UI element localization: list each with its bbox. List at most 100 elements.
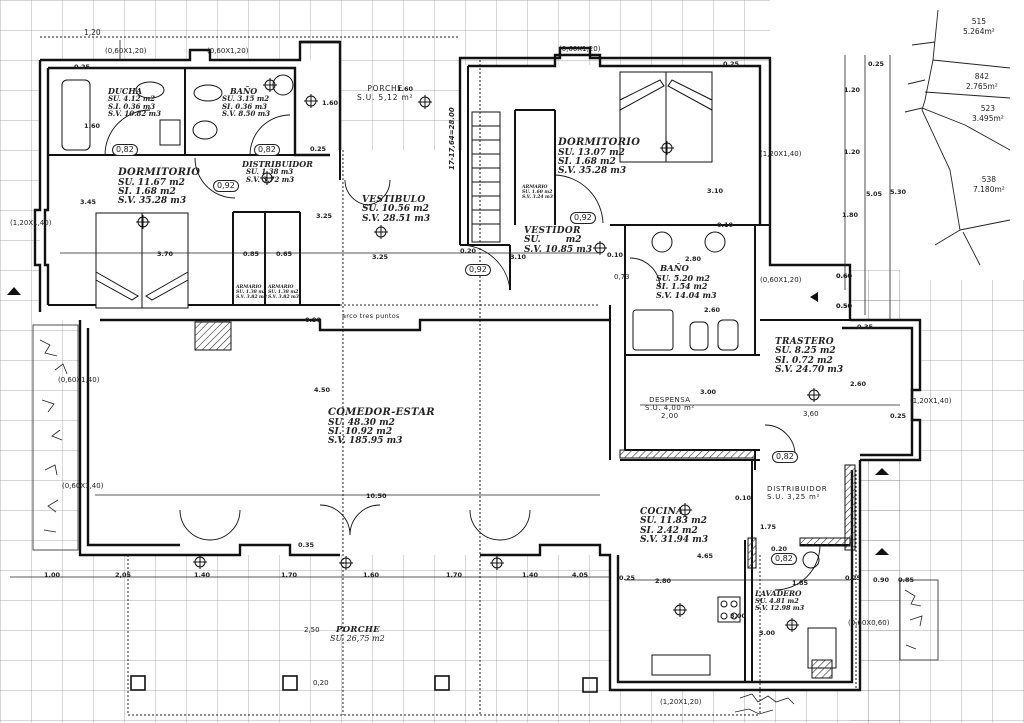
dimension-label: 0.20 xyxy=(460,247,477,255)
parcel-515: 515 5.264m² xyxy=(963,17,995,37)
dimension-label: 1.80 xyxy=(842,211,859,219)
dimension-label: 0.50 xyxy=(836,302,853,310)
light-fixtures xyxy=(136,78,821,632)
armario-name: ARMARIO xyxy=(236,285,262,290)
dimension-label: 3.00 xyxy=(730,612,747,620)
door-tag: 0,82 xyxy=(772,451,798,463)
dimension-label: 0.85 xyxy=(898,576,915,584)
dimension-label: 3.45 xyxy=(80,198,97,206)
dimension-label: 0.90 xyxy=(873,576,890,584)
room-porche-sur: PORCHE SU. 26,75 m2 xyxy=(330,626,385,643)
room-volume: S.V. 3.72 m3 xyxy=(246,174,295,184)
room-trastero: TRASTERO SU. 8.25 m2 SI. 0.72 m2 S.V. 24… xyxy=(775,337,843,376)
dimension-label: 0.25 xyxy=(890,412,907,420)
room-area: SU. 3.15 m2 xyxy=(222,94,270,104)
dimension-label: 2.60 xyxy=(704,306,721,314)
room-vestibulo: VESTIBULO SU. 10.56 m2 S.V. 28.51 m3 xyxy=(362,195,430,224)
parcel-area: 5.264m² xyxy=(963,26,995,36)
parcel-id: 515 xyxy=(971,17,987,26)
window-tag: (0,60X1,20) xyxy=(207,47,249,55)
armario-name: ARMARIO xyxy=(522,185,548,190)
dimension-label: 1.40 xyxy=(522,571,539,579)
room-name: VESTIBULO xyxy=(362,195,426,205)
dimension-label: 2,50 xyxy=(304,626,320,634)
door-tag: 0,82 xyxy=(254,144,280,156)
room-vestidor: VESTIDOR SU. m2 S.V. 10.85 m3 xyxy=(524,226,592,255)
armario-name: ARMARIO xyxy=(268,285,294,290)
dimension-label: 1.40 xyxy=(194,571,211,579)
dimension-label: 3.10 xyxy=(510,253,527,261)
room-name: DUCHA xyxy=(108,86,143,96)
door-tag: 0,92 xyxy=(570,212,596,224)
dimension-label: 3,60 xyxy=(803,410,819,418)
dimension-label: 2.80 xyxy=(685,255,702,263)
room-volume: S.V. 35.28 m3 xyxy=(558,166,627,177)
room-area: SI. 0.36 m3 xyxy=(222,101,267,111)
beds xyxy=(95,71,713,309)
dimension-label: 0.35 xyxy=(857,323,874,331)
room-name: LAVADERO xyxy=(755,589,802,598)
dimension: 2,00 xyxy=(661,412,679,420)
dimension-label: 4.65 xyxy=(697,552,714,560)
room-name: PORCHE xyxy=(367,84,404,93)
room-area: SU. 5.20 m2 xyxy=(656,272,710,283)
room-distribuidor-2: DISTRIBUIDOR S.U. 3,25 m² xyxy=(767,485,827,501)
interior-walls xyxy=(48,66,850,682)
window-tag: (0,60X1,40) xyxy=(62,482,104,490)
room-name: VESTIDOR xyxy=(524,226,581,236)
dimension-label: 1.00 xyxy=(44,571,61,579)
room-dormitorio-1: DORMITORIO SU. 11.67 m2 SI. 1.68 m2 S.V.… xyxy=(118,167,200,207)
dimension-label: 0.60 xyxy=(836,272,853,280)
room-name: PORCHE xyxy=(336,625,380,635)
dimension-label: 0.10 xyxy=(607,251,624,259)
dimension-label: 0.25 xyxy=(868,60,885,68)
room-volume: S.V. 14.04 m3 xyxy=(656,289,717,300)
armario-label: ARMARIO SU. 1.38 m2 S.V. 3.82 m3 xyxy=(236,285,267,301)
arch-note: arco tres puntos xyxy=(342,312,400,320)
room-lavadero: LAVADERO SU. 4.81 m2 S.V. 12.98 m3 xyxy=(755,590,804,612)
dimension-label: 0.65 xyxy=(276,250,293,258)
parcel-area: 2.765m² xyxy=(966,81,998,91)
dimension-label: 0.25 xyxy=(723,60,740,68)
dimension-label: 2,05 xyxy=(115,571,132,579)
room-volume: S.V. 35.28 m3 xyxy=(118,196,187,207)
room-area: SU. 8.25 m2 xyxy=(775,346,836,357)
stair-note: 17-17,64=28.00 xyxy=(448,107,456,170)
dimension-label: 1.85 xyxy=(792,579,809,587)
room-area: SI. 1.68 m2 xyxy=(558,156,616,167)
door-swings xyxy=(104,109,821,591)
dimension-label: 3.25 xyxy=(372,253,389,261)
dimension-label: 1.20 xyxy=(844,148,861,156)
room-name: TRASTERO xyxy=(775,337,834,347)
room-ducha: DUCHA SU. 4.12 m2 S.I. 0.36 m3 S.V. 10.8… xyxy=(108,86,161,119)
room-area: SU. 10.56 m2 xyxy=(362,204,429,215)
dimension-label: 3.25 xyxy=(316,212,333,220)
room-bano-2: BAÑO SU. 5.20 m2 SI. 1.54 m2 S.V. 14.04 … xyxy=(656,265,717,300)
dimension-label: 3.10 xyxy=(707,187,724,195)
dimension-label: 0.10 xyxy=(717,221,734,229)
room-volume: S.V. 10.82 m3 xyxy=(108,109,161,119)
room-name: DESPENSA xyxy=(649,396,691,404)
hatched-walls xyxy=(194,321,856,569)
room-name: DISTRIBUIDOR xyxy=(242,159,313,169)
window-tag: (0,60X0,60) xyxy=(848,619,890,627)
sanitary-fixtures xyxy=(61,74,837,679)
window-tag: (1,20X1,40) xyxy=(760,150,802,158)
room-name: COMEDOR-ESTAR xyxy=(328,407,435,418)
room-volume: S.V. 185.95 m3 xyxy=(328,436,403,447)
room-area: S.U. 3,25 m² xyxy=(767,493,821,501)
dimension-label: 0.25 xyxy=(619,574,636,582)
armario-volume: S.V. 3.82 m3 xyxy=(268,294,299,300)
armario-area: SU. 1.60 m2 xyxy=(522,189,553,195)
room-porche-norte: PORCHE S.U. 5,12 m² xyxy=(357,84,413,102)
room-cocina: COCINA SU. 11.83 m2 SI. 2.42 m2 S.V. 31.… xyxy=(640,507,708,546)
porch-columns xyxy=(130,675,598,693)
room-area: SU. m2 xyxy=(524,235,582,246)
window-tag: (0,60X1,40) xyxy=(58,376,100,384)
dimension-label: 3.70 xyxy=(157,250,174,258)
dimension-label: 0.90 xyxy=(305,316,322,324)
room-area: SU. 48.30 m2 xyxy=(328,417,395,428)
dimension-label: 0,73 xyxy=(614,273,630,281)
dimension-label: 1.60 xyxy=(84,122,101,130)
room-name: DORMITORIO xyxy=(558,137,641,148)
